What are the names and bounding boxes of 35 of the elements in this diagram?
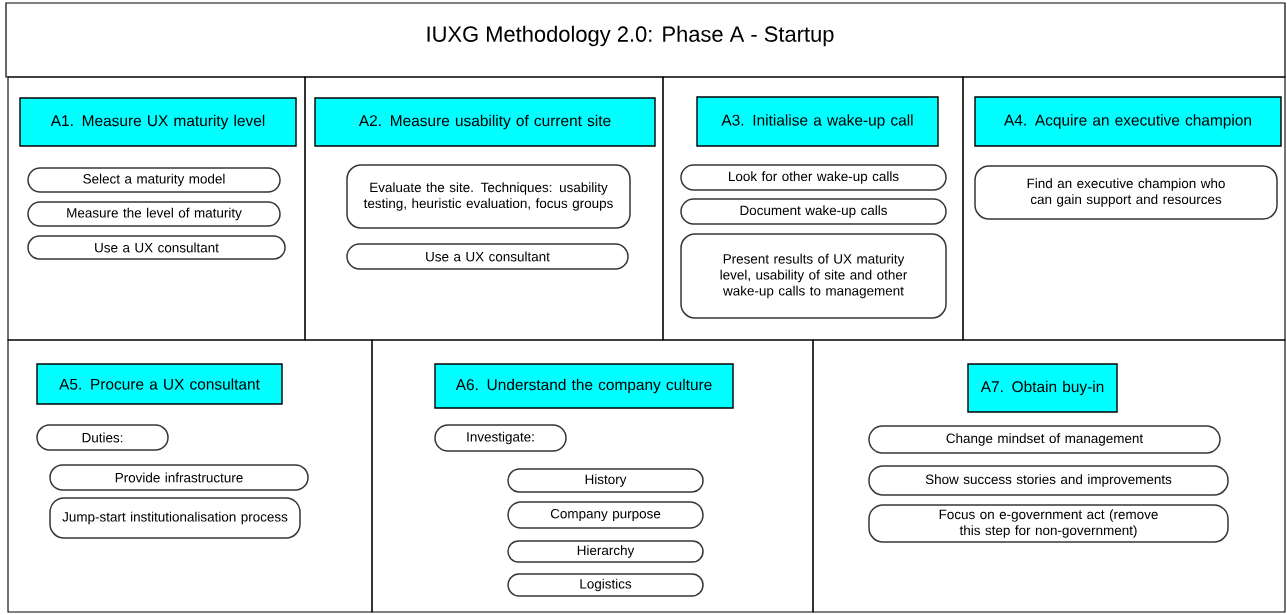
heading-box: A7. Obtain buy-in — [967, 363, 1118, 413]
step-pill: Hierarchy — [507, 540, 704, 563]
heading-box: A1. Measure UX maturity level — [19, 97, 297, 147]
step-pill: Show success stories and improvements — [868, 465, 1229, 496]
heading-box: A5. Procure a UX consultant — [36, 363, 283, 405]
step-pill: Company purpose — [507, 501, 704, 529]
panel-box — [7, 339, 373, 613]
step-pill: Duties: — [36, 424, 169, 451]
heading-box: A4. Acquire an executive champion — [974, 96, 1282, 147]
step-pill: Provide infrastructure — [49, 464, 309, 491]
step-pill: Select a maturity model — [27, 167, 281, 193]
step-pill: Focus on e-government act (remove this step for non-government) — [868, 504, 1229, 543]
step-pill: History — [507, 468, 704, 493]
step-pill: Present results of UX maturity level, usability of site and other wake-up calls to management — [680, 233, 947, 319]
panel-box — [662, 76, 964, 341]
step-pill: Look for other wake-up calls — [680, 164, 947, 191]
title: IUXG Methodology 2.0: Phase A - Startup — [427, 25, 834, 47]
panel-box — [962, 76, 1286, 341]
heading-box: A6. Understand the company culture — [434, 363, 734, 409]
panel-box — [371, 339, 814, 613]
heading-box: A2. Measure usability of current site — [314, 97, 656, 147]
step-pill: Measure the level of maturity — [27, 201, 281, 227]
step-pill: Use a UX consultant — [346, 243, 629, 270]
step-pill: Find an executive champion who can gain support and resources — [974, 165, 1278, 220]
step-pill: Evaluate the site. Techniques: usability testing, heuristic evaluation, focus groups — [346, 164, 631, 229]
step-pill: Investigate: — [434, 424, 567, 452]
panel-box — [812, 339, 1286, 613]
panel-box — [7, 76, 306, 341]
step-pill: Jump-start institutionalisation process — [49, 497, 301, 539]
step-pill: Use a UX consultant — [27, 235, 286, 260]
step-pill: Change mindset of management — [868, 425, 1221, 454]
panel-box — [304, 76, 664, 341]
step-pill: Logistics — [507, 573, 704, 597]
heading-box: A3. Initialise a wake-up call — [696, 96, 939, 147]
step-pill: Document wake-up calls — [680, 198, 947, 225]
